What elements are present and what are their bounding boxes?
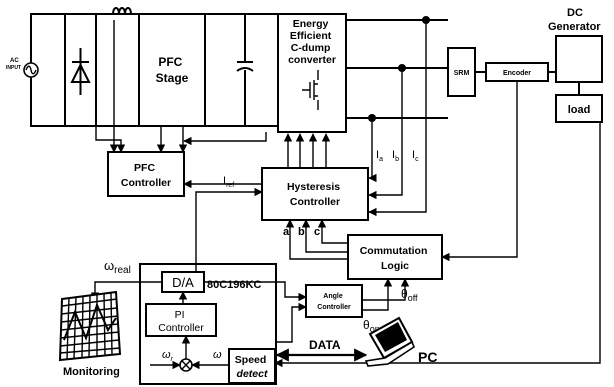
capacitor-icon [236,61,254,72]
microcontroller-label: 80C196KC [207,279,261,291]
srm-block [447,47,476,97]
mcu-to-angle-line [204,281,307,302]
pi-controller-block [145,303,217,337]
ac-label: AC [10,58,19,64]
pfc-controller-label: PFC Controller [121,162,171,189]
commutation-logic-block [347,234,443,280]
phase-label-c: c [314,226,320,238]
hysteresis-controller-label: Hysteresis Controller [287,181,343,208]
dc-generator-block [555,35,603,83]
current-feedback-ib [368,68,403,200]
input-label: INPUT [6,65,21,71]
ac-supply-wires [30,13,65,127]
angle-controller-label: Angle Controller [317,293,351,311]
encoder-label: Encoder [503,70,531,77]
omega-label: ω [213,349,222,361]
dc-link-wires [96,13,139,127]
pfc-stage-block [138,13,206,127]
speed-detect-block [228,348,276,384]
iref-label: Iref [223,175,234,189]
summing-junction [179,358,193,372]
pi-controller-label: PI Controller [158,309,204,334]
ac-source: AC INPUT [6,58,39,78]
commutation-logic-label: Commutation Logic [360,245,431,272]
pfc-controller-block [107,151,185,197]
pc-icon [364,316,415,367]
phase-signal-c [317,219,348,244]
monitoring-display-icon [58,290,122,362]
iref-line [195,187,263,240]
diode-icon [70,48,91,95]
pfc-gate-line [183,132,267,146]
current-feedback-ia [368,118,377,183]
phase-label-b: b [298,226,305,238]
sense-line [95,126,126,153]
load-block [555,94,603,123]
load-label: load [568,104,591,116]
c-dump-converter-block [277,13,347,133]
pfc-stage-label: PFC Stage [156,55,189,85]
theta-on-line [362,278,393,311]
inductor-icon [112,7,132,15]
theta-off-line [362,278,410,301]
current-label-ic: Ic [412,149,419,163]
phase-label-a: a [283,226,290,238]
hysteresis-controller-block [261,167,369,221]
phase-signal-b [301,219,348,253]
current-label-ib: Ib [392,149,399,163]
srm-label: SRM [454,70,470,77]
current-feedback-ic [368,20,427,217]
encoder-to-commutation-line [441,81,518,262]
c-dump-converter-label: Energy Efficient C-dump converter [288,18,336,66]
speed-to-angle-line [276,302,307,343]
angle-controller-block [305,284,363,318]
omega-r-label: ωr [162,349,174,363]
data-label: DATA [309,338,341,352]
speed-detect-label: Speed detect [235,354,269,380]
omega-real-label: ωreal [104,258,131,276]
theta-off-label: θoff [401,287,418,303]
pfc-output-wires [205,13,278,127]
pc-label: PC [418,349,437,365]
da-converter-label: D/A [172,275,194,290]
monitoring-label: Monitoring [63,366,120,378]
phase-signal-a [285,219,348,260]
current-label-ia: Ia [376,149,383,163]
mosfet-icon [302,70,319,110]
dc-generator-label: DC Generator [548,7,601,33]
theta-on-label: θon [363,318,380,334]
